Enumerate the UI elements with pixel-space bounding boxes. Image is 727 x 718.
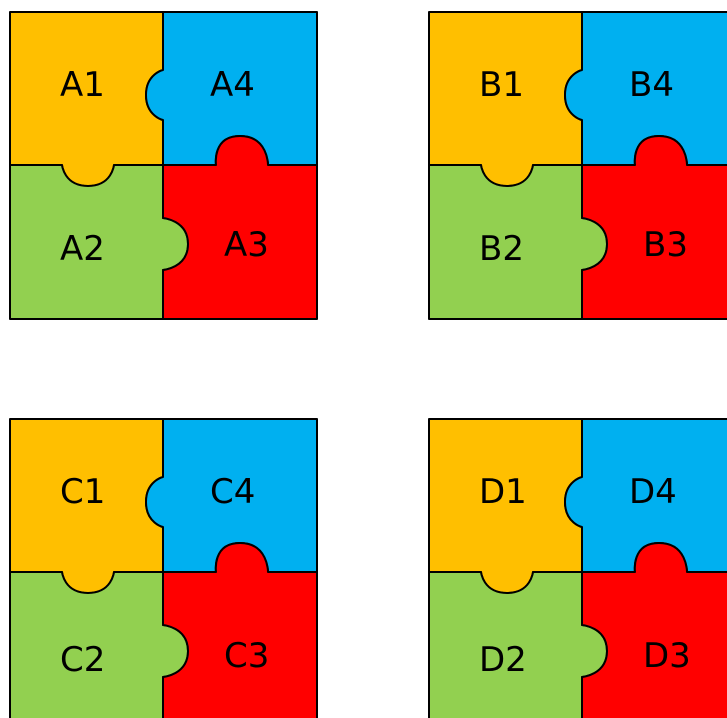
piece-label: C1 xyxy=(60,472,105,512)
piece-label: A1 xyxy=(60,65,105,105)
piece-label: D3 xyxy=(643,636,691,676)
piece-label: B3 xyxy=(643,225,688,265)
piece-label: A2 xyxy=(60,229,105,269)
piece-label: C3 xyxy=(224,636,269,676)
piece-label: B1 xyxy=(479,65,524,105)
piece-label: B2 xyxy=(479,229,524,269)
piece-label: D4 xyxy=(629,472,677,512)
piece-label: C2 xyxy=(60,640,105,680)
piece-label: D2 xyxy=(479,640,527,680)
piece-label: B4 xyxy=(629,65,674,105)
piece-label: A4 xyxy=(210,65,255,105)
piece-label: A3 xyxy=(224,225,269,265)
piece-label: C4 xyxy=(210,472,255,512)
piece-label: D1 xyxy=(479,472,527,512)
